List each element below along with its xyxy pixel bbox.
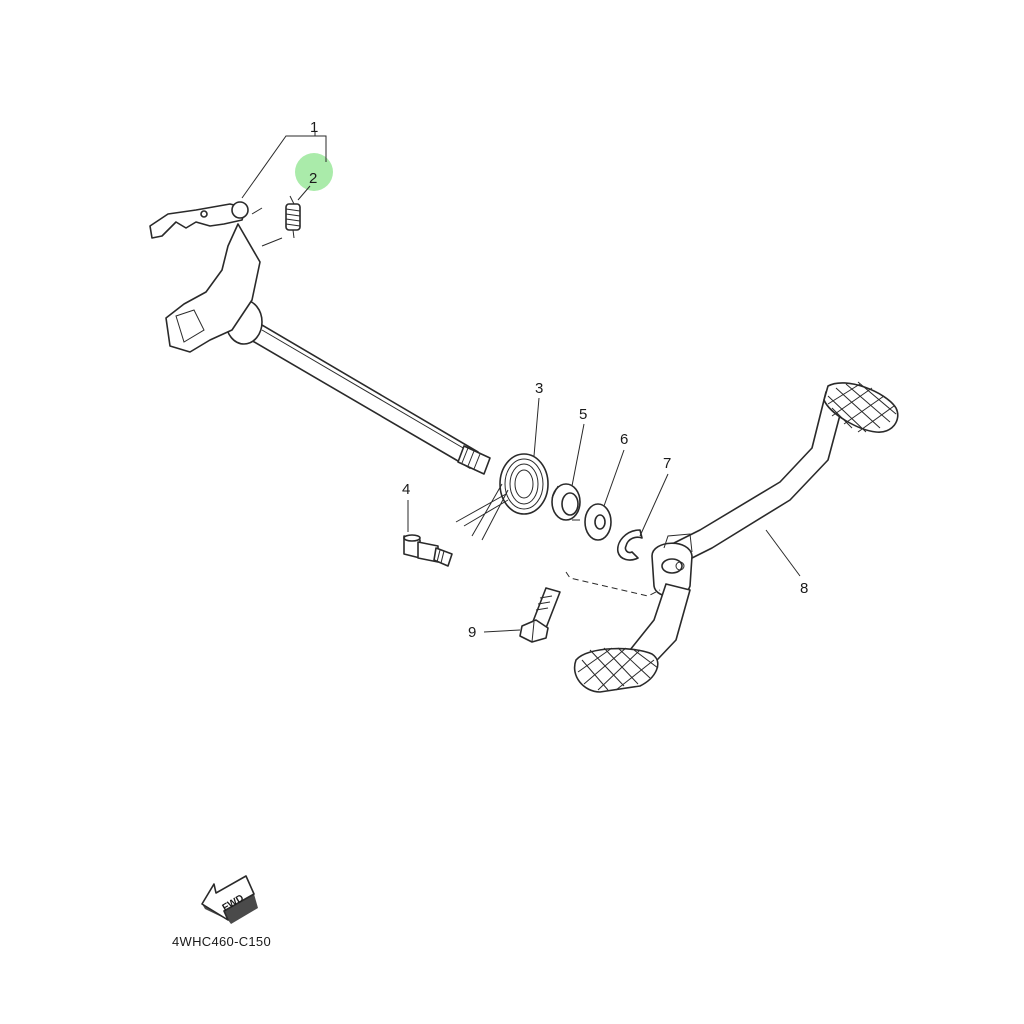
callout-5[interactable]: 5 xyxy=(579,406,587,423)
callout-7[interactable]: 7 xyxy=(663,455,671,472)
leader-lines xyxy=(241,132,801,633)
lower-pad-hatch xyxy=(577,647,659,691)
stud-bolt[interactable] xyxy=(403,534,453,567)
callout-9[interactable]: 9 xyxy=(468,624,476,641)
spring-small[interactable] xyxy=(285,195,301,239)
callout-1[interactable]: 1 xyxy=(310,119,318,136)
callout-4[interactable]: 4 xyxy=(402,481,410,498)
assembly-line-spring xyxy=(261,237,283,247)
diagram-code: 4WHC460-C150 xyxy=(172,934,271,949)
upper-pad-hatch xyxy=(827,381,897,433)
oil-seal[interactable] xyxy=(551,483,581,521)
callout-3[interactable]: 3 xyxy=(535,380,543,397)
callout-6[interactable]: 6 xyxy=(620,431,628,448)
callout-2[interactable]: 2 xyxy=(309,170,317,187)
hex-bolt[interactable] xyxy=(519,587,561,643)
shift-shaft-assembly[interactable] xyxy=(149,201,491,475)
washer[interactable] xyxy=(584,503,612,541)
circlip[interactable] xyxy=(616,529,643,561)
callout-2-highlight xyxy=(295,153,333,191)
callout-numbers: 1 2 3 4 5 6 7 8 9 xyxy=(309,119,808,641)
callout-8[interactable]: 8 xyxy=(800,580,808,597)
fwd-arrow-icon: FWD xyxy=(201,875,258,924)
torsion-spring[interactable] xyxy=(455,453,549,541)
assembly-dashed-line xyxy=(565,571,661,597)
shift-pedal[interactable] xyxy=(573,381,899,693)
